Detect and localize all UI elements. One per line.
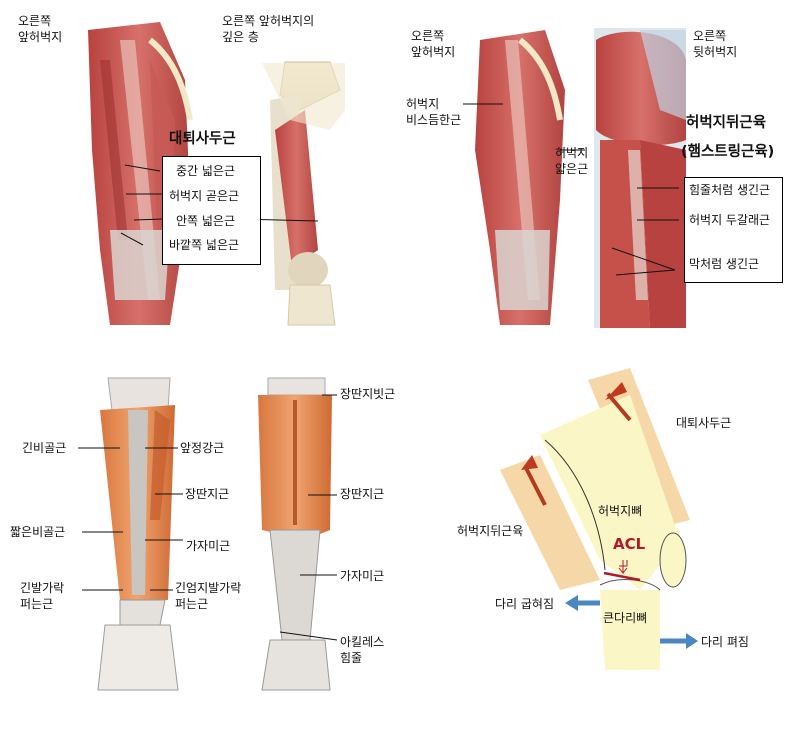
label-deep-layer: 오른쪽 앞허벅지의 깊은 층 [222, 13, 314, 45]
label-right-anterior-thigh-1: 오른쪽 앞허벅지 [18, 13, 62, 45]
label-plantaris: 장딴지빗근 [340, 387, 396, 401]
leg-posterior-illustration [258, 377, 332, 691]
leader-line-4 [133, 218, 164, 221]
label-semitendinosus: 힘줄처럼 생긴근 [689, 183, 771, 197]
label-line-2: 힘줄 [340, 651, 363, 665]
label-soleus-1: 가자미근 [186, 539, 231, 553]
hamstrings-label-box [684, 177, 783, 283]
label-vastus-intermedius: 중간 넓은근 [176, 164, 236, 178]
label-line-2: 퍼는근 [20, 597, 54, 611]
label-line-2: 뒷허벅지 [693, 45, 738, 59]
leader-line-2 [124, 164, 161, 172]
leader-line-23 [279, 631, 338, 641]
label-femur: 허벅지뼈 [598, 504, 643, 518]
thigh-anterior-small-illustration [475, 30, 565, 325]
label-acl: ACL [613, 535, 646, 553]
label-line-2: 비스듬한근 [406, 113, 462, 127]
label-peroneus-longus: 긴비골근 [22, 441, 67, 455]
leg-anterior-illustration [97, 377, 179, 691]
label-line-1: 허벅지 [555, 146, 589, 160]
label-line-1: 오른쪽 앞허벅지의 [222, 14, 315, 28]
label-quadriceps-knee: 대퇴사두근 [676, 416, 732, 430]
label-vastus-lateralis: 바깥쪽 넓은근 [169, 238, 240, 252]
label-gastrocnemius-1: 장딴지근 [185, 487, 230, 501]
label-tibialis-anterior: 앞정강근 [180, 441, 225, 455]
label-line-1: 긴발가락 [20, 581, 65, 595]
label-extensor-hallucis-longus: 긴엄지발가락 퍼는근 [175, 580, 241, 612]
label-right-anterior-thigh-2: 오른쪽 앞허벅지 [411, 28, 455, 60]
label-line-1: 오른쪽 [411, 29, 445, 43]
label-tibia: 큰다리뼈 [603, 611, 648, 625]
label-achilles-tendon: 아킬레스 힘줄 [340, 634, 384, 666]
leader-lines [78, 103, 679, 641]
knee-schematic [500, 368, 698, 670]
quadriceps-label-box [162, 156, 261, 265]
label-peroneus-brevis: 짧은비골근 [10, 525, 66, 539]
thigh-posterior-illustration [594, 28, 686, 328]
label-line-1: 아킬레스 [340, 635, 385, 649]
label-line-2: 깊은 층 [222, 30, 259, 44]
label-line-1: 긴엄지발가락 [175, 581, 242, 595]
label-soleus-2: 가자미근 [340, 569, 385, 583]
label-line-1: 오른쪽 [18, 14, 52, 28]
label-semimembranosus: 막처럼 생긴근 [689, 257, 760, 271]
label-extensor-digitorum-longus: 긴발가락 퍼는근 [20, 580, 64, 612]
leader-line-6 [120, 232, 144, 246]
label-right-posterior-thigh: 오른쪽 뒷허벅지 [693, 28, 737, 60]
label-line-1: 오른쪽 [693, 29, 727, 43]
label-knee-extension: 다리 펴짐 [701, 635, 749, 649]
leader-line-11 [611, 247, 676, 271]
label-line-1: 허벅지 [406, 97, 440, 111]
leader-line-12 [615, 269, 676, 276]
thigh-deep-illustration [262, 61, 345, 326]
label-vastus-medialis: 안쪽 넓은근 [176, 214, 236, 228]
label-sartorius: 허벅지 비스듬한근 [406, 96, 461, 128]
hamstrings-subtitle: (햄스트링근육) [681, 144, 775, 160]
label-rectus-femoris: 허벅지 곧은근 [169, 189, 240, 203]
label-biceps-femoris: 허벅지 두갈래근 [689, 213, 771, 227]
label-line-2: 얇은근 [555, 162, 589, 176]
hamstrings-title: 허벅지뒤근육 [686, 115, 767, 131]
label-gastrocnemius-2: 장딴지근 [340, 487, 385, 501]
label-line-2: 앞허벅지 [411, 45, 456, 59]
label-line-2: 퍼는근 [175, 597, 209, 611]
label-line-2: 앞허벅지 [18, 30, 63, 44]
label-gracilis: 허벅지 얇은근 [555, 145, 588, 177]
label-knee-flexion: 다리 굽혀짐 [495, 597, 555, 611]
quadriceps-title: 대퇴사두근 [169, 131, 236, 147]
label-hamstrings-knee: 허벅지뒤근육 [457, 524, 524, 538]
